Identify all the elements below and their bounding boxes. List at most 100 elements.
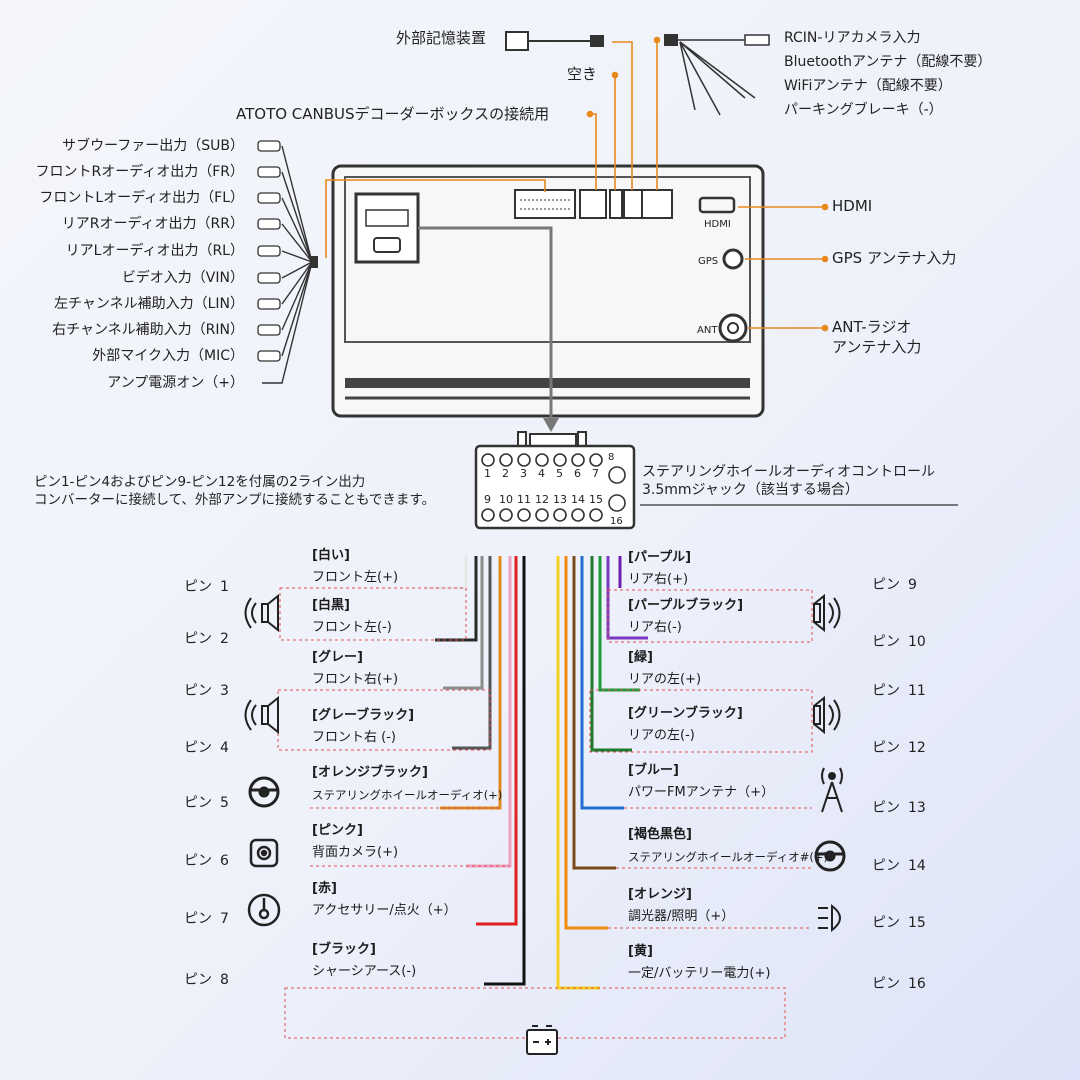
amp-note-line2: コンバーターに接続して、外部アンプに接続することもできます。 <box>34 492 436 508</box>
left-output-label: サブウーファー出力（SUB） <box>62 138 244 154</box>
hdmi-label: HDMI <box>832 197 873 215</box>
speaker-icon <box>244 695 279 735</box>
wire-label-pin1: [白い]フロント左(+) <box>312 548 399 585</box>
pin-number: 2 <box>502 467 509 480</box>
ant-port-label: ANT <box>697 325 718 336</box>
pin-number: 12 <box>535 493 549 506</box>
gps-port-label: GPS <box>698 256 719 267</box>
pin-number: 11 <box>517 493 531 506</box>
pin-number: 13 <box>553 493 567 506</box>
pin-number: 9 <box>484 493 491 506</box>
ant-port-icon <box>718 313 748 343</box>
wire-label-pin10: [パープルブラック]リア右(-) <box>628 598 744 635</box>
pin-number: 10 <box>499 493 513 506</box>
aux-socket-3 <box>623 189 643 219</box>
speaker-icon <box>244 593 279 633</box>
pin-connector <box>474 431 636 530</box>
ignition-key-icon <box>247 893 281 927</box>
left-output-label: 左チャンネル補助入力（LIN） <box>54 296 244 312</box>
antenna-icon <box>821 767 843 813</box>
canbus-label: ATOTO CANBUSデコーダーボックスの接続用 <box>236 105 550 123</box>
wire-label-pin4: [グレーブラック]フロント右 (-) <box>312 708 415 745</box>
left-output-label: 外部マイク入力（MIC） <box>92 348 244 364</box>
ant-radio-label-2: アンテナ入力 <box>832 338 922 356</box>
wire-label-pin12: [グリーンブラック]リアの左(-) <box>628 706 743 743</box>
pin-number: 5 <box>556 467 563 480</box>
pin-number: 8 <box>608 452 615 463</box>
head-unit-bottom-bar <box>345 378 750 388</box>
left-output-label: 右チャンネル補助入力（RIN） <box>52 322 244 338</box>
aux-socket-1 <box>579 189 607 219</box>
left-output-label: ビデオ入力（VIN） <box>121 270 244 286</box>
wire-label-pin2: [白黒]フロント左(-) <box>312 598 392 635</box>
gps-port-icon <box>722 248 744 270</box>
wire-label-pin5: [オレンジブラック]ステアリングホイールオーディオ(+) <box>312 765 503 802</box>
left-output-label: リアLオーディオ出力（RL） <box>65 243 244 259</box>
amp-note-line1: ピン1-ピン4およびピン9-ピン12を付属の2ライン出力 <box>34 474 366 490</box>
hdmi-port-label: HDMI <box>704 219 731 230</box>
aux-socket-2 <box>609 189 623 219</box>
steering-jack-line2: 3.5mmジャック（該当する場合） <box>642 482 859 498</box>
pin-number: 4 <box>538 467 545 480</box>
wire-label-pin9: [パープル]リア右(+) <box>628 550 692 587</box>
pin-number: 1 <box>484 467 491 480</box>
left-output-label: フロントLオーディオ出力（FL） <box>39 190 244 206</box>
pin-number: 6 <box>574 467 581 480</box>
canbus-socket <box>514 189 576 219</box>
aux-socket-4 <box>641 189 673 219</box>
camera-icon <box>249 838 279 868</box>
wifi-label: WiFiアンテナ（配線不要） <box>784 78 952 94</box>
rcin-label: RCIN-リアカメラ入力 <box>784 30 921 46</box>
steering-wheel-icon <box>248 776 280 808</box>
wire-label-pin11: [緑]リアの左(+) <box>628 650 702 687</box>
pin-number: 3 <box>520 467 527 480</box>
wire-label-pin3: [グレー]フロント右(+) <box>312 650 399 687</box>
left-output-label: リアRオーディオ出力（RR） <box>61 216 244 232</box>
pin-number: 15 <box>589 493 603 506</box>
pin-number: 16 <box>610 516 623 527</box>
wire-label-pin16: [黄]一定/バッテリー電力(+) <box>628 944 771 981</box>
bluetooth-label: Bluetoothアンテナ（配線不要） <box>784 54 992 70</box>
harness-arrow <box>418 226 553 418</box>
parking-label: パーキングブレーキ（-） <box>784 102 943 118</box>
left-output-label: フロントRオーディオ出力（FR） <box>35 164 244 180</box>
headlight-icon <box>818 903 841 933</box>
pin-number: 14 <box>571 493 585 506</box>
wire-label-pin15: [オレンジ]調光器/照明（+） <box>628 887 735 924</box>
wire-label-pin14: [褐色黒色]ステアリングホイールオーディオ#(+) <box>628 827 828 864</box>
pin-number: 7 <box>592 467 599 480</box>
gps-antenna-label: GPS アンテナ入力 <box>832 249 957 267</box>
ant-radio-label: ANT-ラジオ <box>832 318 912 336</box>
usb-plug-icon <box>505 31 529 51</box>
steering-wheel-icon <box>814 840 846 872</box>
steering-jack-line1: ステアリングホイールオーディオコントロール <box>642 464 936 480</box>
battery-icon <box>526 1025 558 1055</box>
wire-label-pin13: [ブルー]パワーFMアンテナ（+） <box>628 763 775 800</box>
hdmi-port-icon <box>698 196 736 214</box>
main-harness-socket <box>354 192 420 264</box>
speaker-icon <box>813 695 841 735</box>
external-storage-label: 外部記憶装置 <box>396 29 487 47</box>
speaker-icon <box>813 593 841 633</box>
wire-label-pin8: [ブラック]シャーシアース(-) <box>312 942 417 979</box>
wire-label-pin6: [ピンク]背面カメラ(+) <box>312 823 399 860</box>
wire-label-pin7: [赤]アクセサリー/点火（+） <box>312 881 457 918</box>
